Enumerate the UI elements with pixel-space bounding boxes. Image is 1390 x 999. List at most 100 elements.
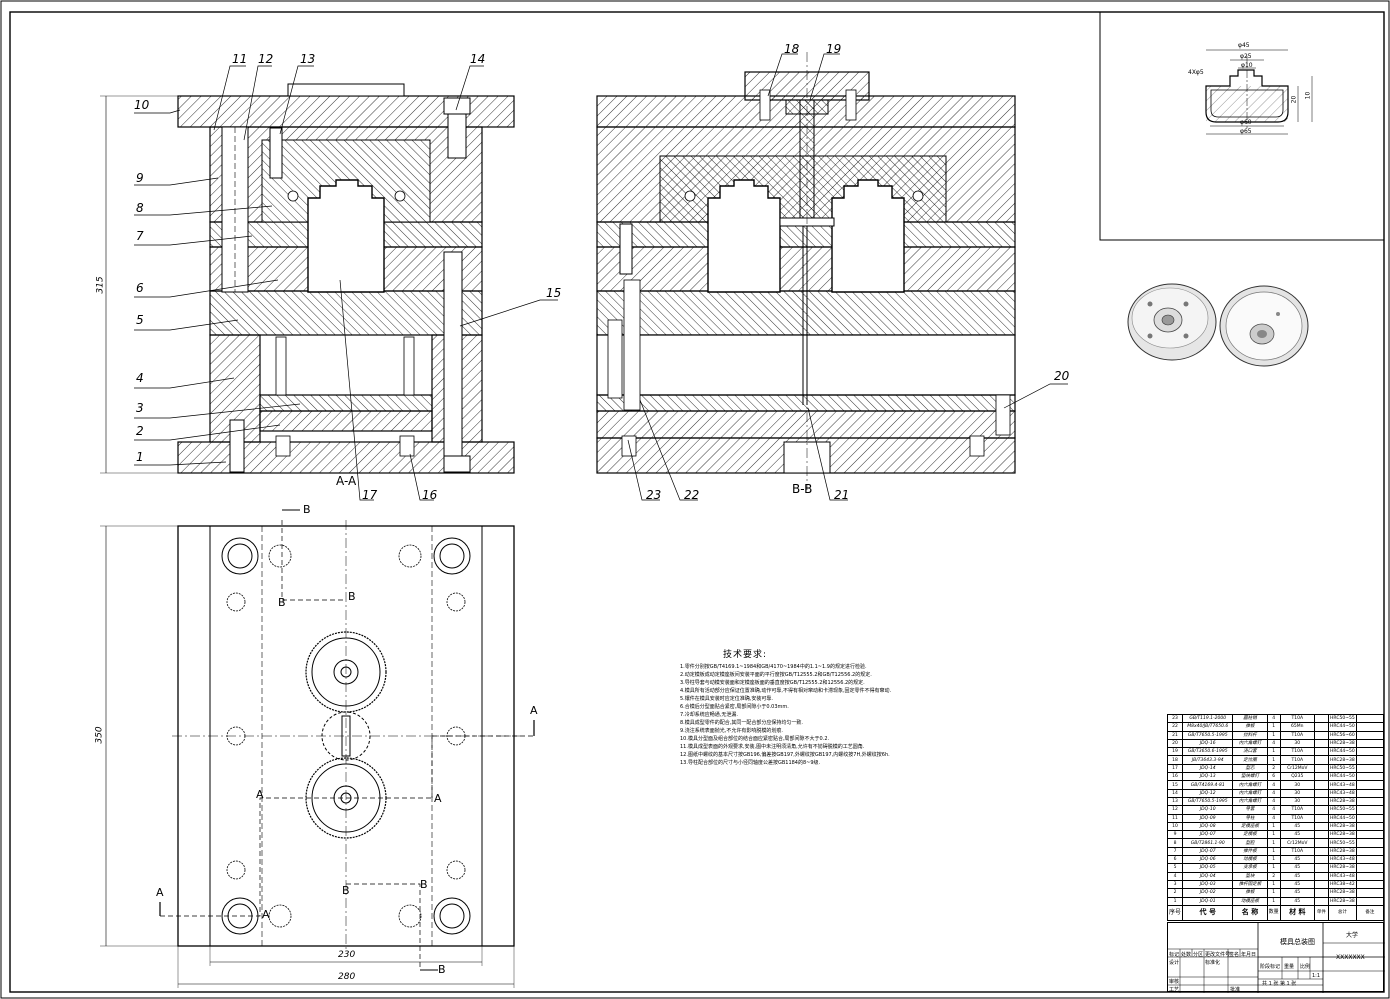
bom-cell [1355,788,1385,798]
bom-cell: 9 [1166,830,1184,840]
dim-height-350: 350 [94,726,105,744]
bom-cell [1355,863,1385,873]
drawing-border-inner [9,11,1385,993]
bom-cell: 5 [1166,863,1184,873]
bom-cell: 6 [1266,772,1281,782]
bom-cell: HRC43~48 [1327,871,1357,881]
bom-cell: 3 [1166,879,1184,890]
tb-scale-label: 比例 [1300,964,1311,970]
part-label-3: 3 [136,401,144,415]
tb-label-check: 审核 [1169,979,1180,985]
bom-header-cell: 总计 [1327,904,1357,921]
part-view-frame [1099,11,1385,241]
bom-cell: HRC28~38 [1327,830,1357,840]
bom-cell: 内六角螺钉 [1232,796,1268,807]
part-label-17: 17 [362,488,378,502]
bom-header-cell: 序号 [1166,904,1184,921]
bom-cell: GB/T7650.5-1995 [1182,796,1234,807]
bom-cell [1313,846,1329,857]
bom-cell: 型芯 [1232,763,1268,774]
bom-cell: HRC50~55 [1327,805,1357,815]
bom-cell: 4 [1266,813,1281,823]
part-label-14: 14 [470,52,486,66]
bom-cell: 型腔 [1232,838,1268,848]
bom-cell: JDQ-09 [1182,813,1234,823]
bom-cell: 45 [1279,855,1315,865]
bom-cell: 1 [1266,838,1281,848]
bom-cell: 推件板 [1232,846,1268,857]
tb-label-std: 标准化 [1205,960,1221,966]
section-view-aa [177,83,515,474]
bom-cell: 30 [1279,738,1315,749]
bom-cell: JDQ-16 [1182,738,1234,749]
bom-cell [1355,821,1385,832]
bom-cell: 定模板 [1232,830,1268,840]
bom-cell [1355,796,1385,807]
bom-cell: 支承板 [1232,863,1268,873]
bom-cell: JDQ-08 [1182,821,1234,832]
tech-line: 7.冷却系统应畅通,无泄漏. [680,712,738,718]
bom-cell: 21 [1166,730,1184,740]
plan-view [159,509,535,971]
bom-cell: 1 [1266,747,1281,757]
cut-label-b4: B [342,884,350,897]
bom-cell: HRC28~38 [1327,755,1357,765]
tech-line: 2.动定模板成动定模座板间安装平面的平行度按GB/T12555.2和GB/T12… [680,672,872,678]
bom-cell: 45 [1279,888,1315,898]
dim-width-230: 230 [338,950,356,960]
tb-scale-value: 1:1 [1312,973,1321,979]
part-label-4: 4 [136,371,144,385]
dim-height-315: 315 [95,276,106,294]
bom-cell: 20 [1166,738,1184,749]
bom-cell: 导柱 [1232,813,1268,823]
bom-cell [1355,763,1385,774]
bom-cell: T10A [1279,713,1315,724]
bom-cell: 30 [1279,780,1315,790]
part-label-1: 1 [136,450,144,464]
bom-cell: 12 [1166,805,1184,815]
bom-cell [1313,879,1329,890]
bom-cell: JDQ-14 [1182,763,1234,774]
bom-cell: HRC28~38 [1327,738,1357,749]
tech-title: 技术要求: [722,650,768,660]
bom-cell: 1 [1266,830,1281,840]
bom-cell: T10A [1279,747,1315,757]
bom-cell [1313,896,1329,906]
bom-cell: JDQ-06 [1182,855,1234,865]
dim-d60: φ60 [1240,119,1252,126]
cut-label-a5: A [262,908,270,921]
bom-cell [1355,879,1385,890]
title-block: 标记 处数 分区 更改文件号 签名 年月日 设计 标准化 审核 工艺 批准 模具… [1167,922,1385,993]
section-label-aa: A-A [336,474,357,488]
bom-cell: 45 [1279,896,1315,906]
bom-cell: 1 [1266,896,1281,906]
tb-label-process: 工艺 [1169,987,1180,993]
school-name: 大学 [1346,932,1359,939]
bom-cell: 动模座板 [1232,896,1268,906]
bom-cell [1313,722,1329,732]
bom-cell [1355,813,1385,823]
section-label-bb: B-B [792,482,813,496]
bom-cell: 45 [1279,879,1315,890]
bom-cell: 16 [1166,772,1184,782]
bom-cell: 4 [1266,738,1281,749]
bom-cell: T10A [1279,813,1315,823]
tech-line: 1.零件分别按GB/T4169.1~1984和GB/4170~1984中的1.1… [680,664,867,670]
bom-cell: HRC28~38 [1327,846,1357,857]
bom-cell: HRC56~60 [1327,730,1357,740]
bom-cell: 1 [1266,730,1281,740]
bom-cell: HRC38~42 [1327,879,1357,890]
bom-header-cell: 数量 [1266,904,1281,921]
dim-holes: 4Xφ5 [1188,69,1204,76]
bom-cell: T10A [1279,805,1315,815]
bom-cell: 45 [1279,863,1315,873]
bom-cell: 6 [1166,855,1184,865]
